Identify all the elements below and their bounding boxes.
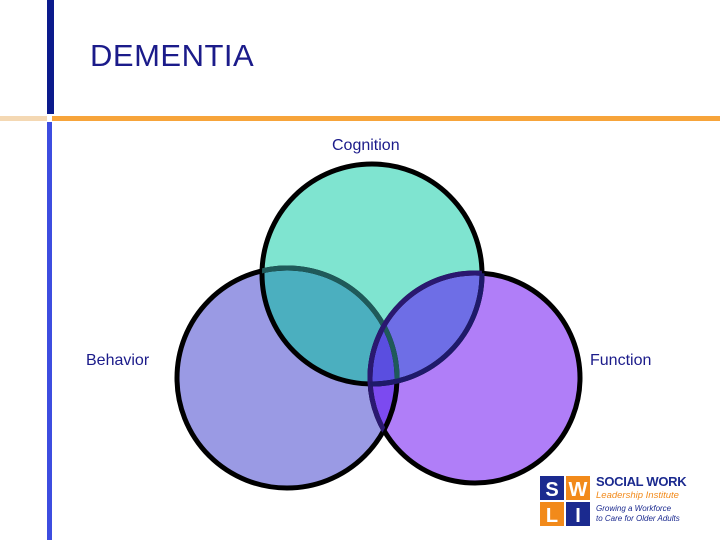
slide-left-bar-bottom	[47, 122, 52, 540]
social-work-logo: S W L I SOCIAL WORK Leadership Institute…	[540, 474, 715, 530]
logo-line-3: Growing a Workforce	[596, 504, 672, 513]
venn-outline-cognition-in-function	[370, 273, 485, 387]
logo-line-1: SOCIAL WORK	[596, 474, 687, 489]
logo-line-2: Leadership Institute	[596, 490, 679, 501]
swli-logo-icon: S W L I	[540, 476, 590, 526]
slide-left-bar-top	[47, 0, 54, 114]
logo-line-4: to Care for Older Adults	[596, 514, 680, 523]
slide-title: DEMENTIA	[90, 38, 255, 73]
logo-letter-s: S	[545, 479, 558, 501]
venn-label-cognition: Cognition	[332, 137, 400, 154]
slide-divider-left	[0, 116, 47, 121]
logo-letter-i: I	[575, 505, 581, 526]
venn-label-function: Function	[590, 352, 652, 369]
logo-letter-l: L	[546, 505, 558, 526]
logo-letter-w: W	[569, 479, 588, 501]
venn-label-behavior: Behavior	[86, 352, 150, 369]
venn-outline-behavior-in-cognition	[262, 265, 400, 384]
slide-divider	[52, 116, 720, 121]
venn-outline-function-in-behavior	[367, 270, 397, 486]
